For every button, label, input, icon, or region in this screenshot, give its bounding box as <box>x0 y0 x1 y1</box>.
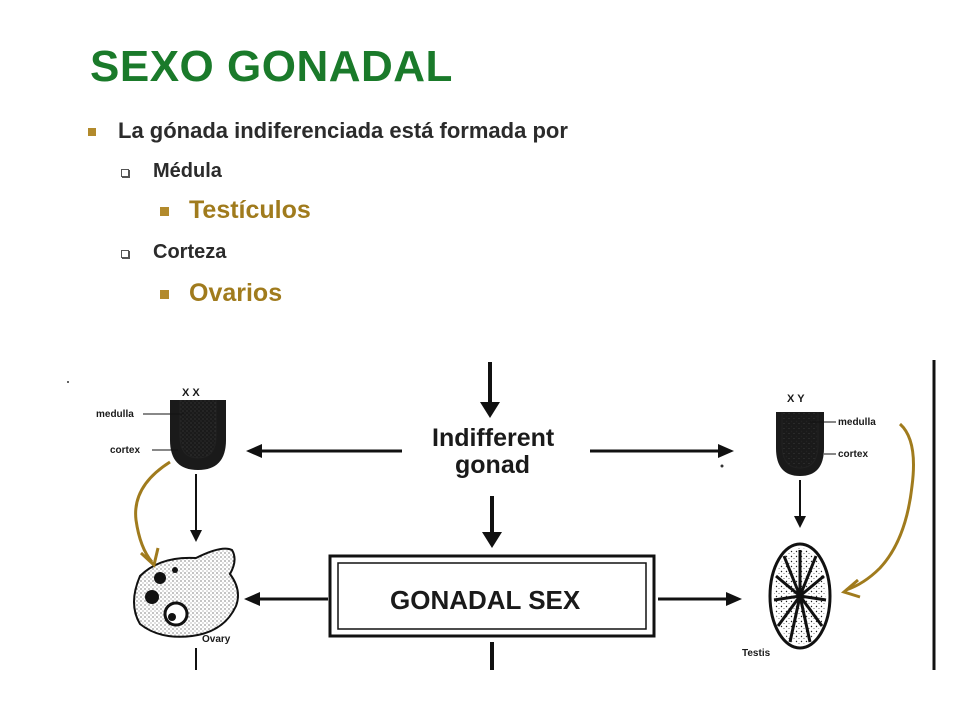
gonad-label: gonad <box>455 451 530 479</box>
arrow-gonadal-left <box>244 592 328 606</box>
bullet-square-icon <box>160 290 169 299</box>
arrow-gonadal-right <box>658 592 742 606</box>
bullet-ovarios: Ovarios <box>189 279 283 307</box>
gonadal-sex-box <box>328 554 656 638</box>
left-medulla-label: medulla <box>96 409 134 420</box>
gonadal-sex-label: GONADAL SEX <box>390 585 581 615</box>
bullet-medula: Médula <box>153 160 222 182</box>
bullet-corteza: Corteza <box>153 241 227 263</box>
arrow-left-down <box>190 474 202 542</box>
arrow-indifferent-right <box>590 444 734 458</box>
ovary-icon <box>133 547 239 638</box>
indifferent-label: Indifferent <box>432 424 555 452</box>
testis-icon <box>768 542 832 650</box>
gold-arrow-right <box>840 422 915 599</box>
bullet-main: La gónada indiferenciada está formada po… <box>118 118 568 143</box>
slide-title: SEXO GONADAL <box>90 42 453 91</box>
bullet-list: La gónada indiferenciada está formada po… <box>0 0 960 330</box>
left-cortex-label: cortex <box>110 445 140 456</box>
arrow-indifferent-left <box>246 444 402 458</box>
checkbox-bullet-icon <box>121 250 129 258</box>
checkbox-bullet-icon <box>121 169 129 177</box>
ovary-label: Ovary <box>202 634 231 645</box>
testis-label: Testis <box>742 648 771 659</box>
right-gonad-icon <box>776 412 824 476</box>
bullet-testiculos: Testículos <box>189 196 311 224</box>
arrow-right-down <box>794 480 806 528</box>
bullet-square-icon <box>160 207 169 216</box>
right-chromosomes: X Y <box>787 393 805 405</box>
left-gonad-icon <box>170 400 226 470</box>
left-chromosomes: X X <box>182 387 200 399</box>
arrow-center-down <box>482 496 502 548</box>
right-medulla-label: medulla <box>838 417 876 428</box>
arrow-top-down <box>480 362 500 418</box>
right-cortex-label: cortex <box>838 449 868 460</box>
bullet-square-icon <box>88 128 96 136</box>
gold-arrow-left <box>134 460 171 568</box>
